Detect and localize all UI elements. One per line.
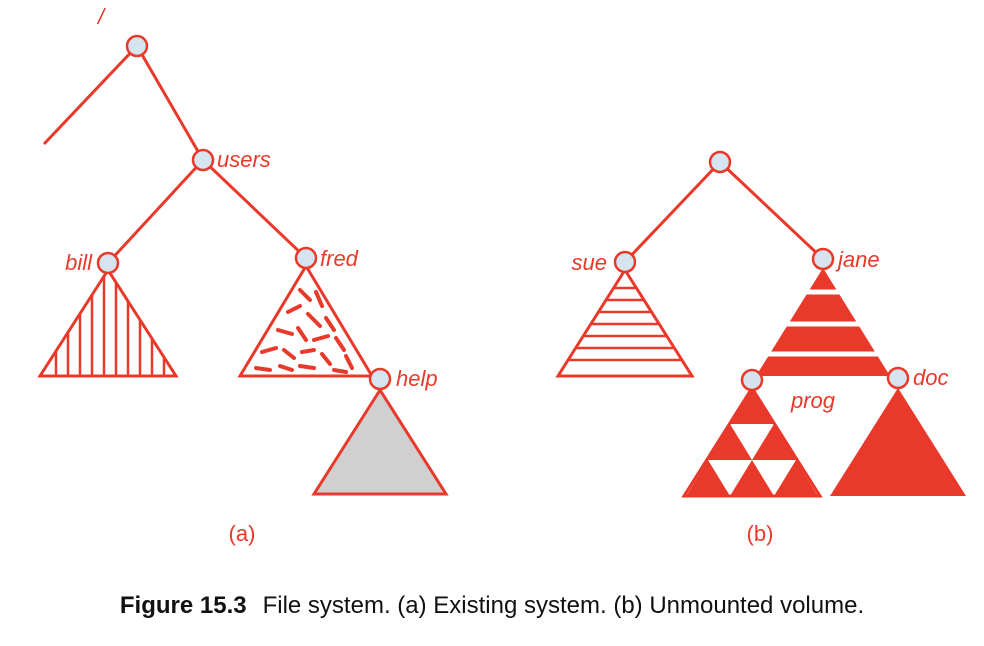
help-subtree-triangle <box>311 387 449 496</box>
prog-node <box>740 368 764 392</box>
fred-label: fred <box>320 246 359 271</box>
doc-subtree-triangle <box>830 388 966 496</box>
edge-root-sue <box>623 160 722 264</box>
doc-node <box>886 366 910 390</box>
root-node <box>125 34 149 58</box>
doc-label: doc <box>913 365 948 390</box>
help-label: help <box>396 366 438 391</box>
edge-users-fred <box>201 158 308 260</box>
figure-caption: Figure 15.3 File system. (a) Existing sys… <box>0 592 984 620</box>
sublabel-b: (b) <box>747 521 774 546</box>
users-node <box>191 148 215 172</box>
caption-text: File system. (a) Existing system. (b) Un… <box>262 592 865 619</box>
bill-label: bill <box>65 250 93 275</box>
prog-subtree-triangle <box>681 385 823 498</box>
users-label: users <box>217 147 271 172</box>
help-node <box>368 367 392 391</box>
edge-root-users <box>135 45 205 161</box>
jane-subtree-triangle <box>756 268 890 376</box>
sue-node <box>613 250 637 274</box>
nodes-a <box>96 34 392 391</box>
edge-root-jane <box>718 160 825 261</box>
volume-root-node <box>708 150 732 174</box>
diagram-a <box>42 44 308 265</box>
sublabel-a: (a) <box>229 521 256 546</box>
figure-number: Figure 15.3 <box>119 592 247 619</box>
jane-node <box>811 247 835 271</box>
bill-subtree-triangle <box>37 267 179 378</box>
root-label: / <box>96 4 106 29</box>
prog-label: prog <box>790 388 836 413</box>
nodes-b <box>613 150 910 392</box>
sue-label: sue <box>572 250 607 275</box>
jane-label: jane <box>835 247 880 272</box>
fred-subtree-triangle <box>237 263 375 378</box>
edge-users-bill <box>106 158 205 265</box>
diagram-b <box>623 160 825 264</box>
sue-subtree-triangle <box>555 267 695 378</box>
edge-root-left <box>42 44 139 146</box>
fred-node <box>294 246 318 270</box>
bill-node <box>96 251 120 275</box>
